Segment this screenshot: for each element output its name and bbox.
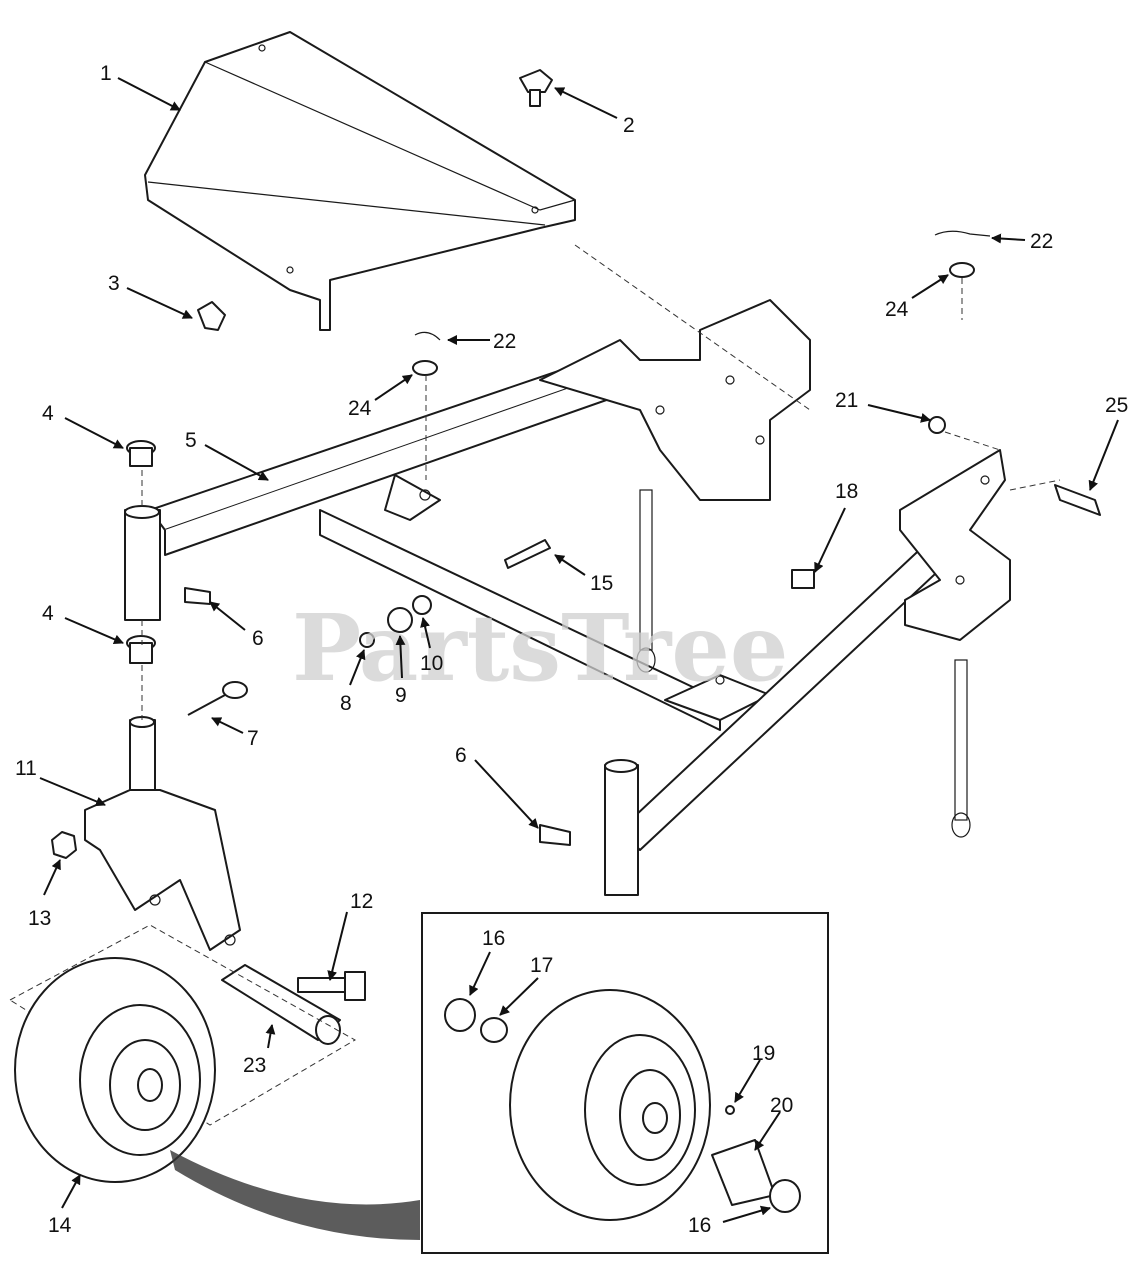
- wheel-left: [9, 924, 420, 1240]
- callout-1: 1: [100, 62, 112, 85]
- callout-arrows: [39, 77, 1119, 1223]
- callout-16-top: 16: [482, 927, 505, 950]
- callout-6-left: 6: [252, 627, 264, 650]
- guide-lines: [141, 244, 1061, 720]
- callout-4-top: 4: [42, 402, 54, 425]
- callout-24-mid: 24: [348, 397, 372, 420]
- callout-7: 7: [247, 727, 259, 750]
- callout-16-bottom: 16: [688, 1214, 711, 1237]
- watermark: PartsTree: [292, 594, 788, 702]
- spindle-tube-right: [604, 759, 639, 896]
- callout-20: 20: [770, 1094, 793, 1117]
- callout-11: 11: [15, 757, 37, 780]
- callout-18: 18: [835, 480, 858, 503]
- bushing-top-body: [129, 447, 153, 467]
- spring-right: [951, 659, 971, 838]
- spacer-23: [221, 964, 341, 1045]
- frame-arm-left: [149, 299, 811, 556]
- callout-15: 15: [590, 572, 613, 595]
- spring-left: [636, 489, 656, 673]
- callout-10: 10: [420, 652, 443, 675]
- callout-13: 13: [28, 907, 51, 930]
- callout-23: 23: [243, 1054, 266, 1077]
- callout-14: 14: [48, 1214, 72, 1237]
- frame-arm-right: [619, 449, 1011, 851]
- callout-24-right: 24: [885, 298, 909, 321]
- wheel-inset: [444, 989, 801, 1221]
- knob-3: [197, 301, 226, 331]
- callout-6-right: 6: [455, 744, 467, 767]
- nut-13: [51, 831, 77, 859]
- caster-fork: [84, 716, 241, 951]
- callout-17: 17: [530, 954, 553, 977]
- spindle-tube-left: [124, 505, 161, 621]
- pin: [187, 681, 248, 716]
- callout-12: 12: [350, 890, 373, 913]
- knob-2: [519, 69, 553, 107]
- inset-box: [421, 912, 829, 1254]
- cover-plate: [144, 31, 576, 331]
- callout-3: 3: [108, 272, 120, 295]
- bushing-bottom-body: [129, 642, 153, 664]
- callout-labels: 1 2 3 4 4 5 6 6 7 8 9 10 11 12 13 14 15 …: [15, 62, 1128, 1237]
- callout-2: 2: [623, 114, 635, 137]
- callout-19: 19: [752, 1042, 775, 1065]
- callout-21: 21: [835, 389, 858, 412]
- callout-22-mid: 22: [493, 330, 516, 353]
- callout-9: 9: [395, 684, 407, 707]
- bolt-12: [297, 971, 366, 1001]
- small-hardware: [184, 230, 1101, 846]
- cross-member: [319, 474, 771, 731]
- callout-4-bottom: 4: [42, 602, 54, 625]
- callout-25: 25: [1105, 394, 1128, 417]
- callout-8: 8: [340, 692, 352, 715]
- callout-22-right: 22: [1030, 230, 1053, 253]
- callout-5: 5: [185, 429, 197, 452]
